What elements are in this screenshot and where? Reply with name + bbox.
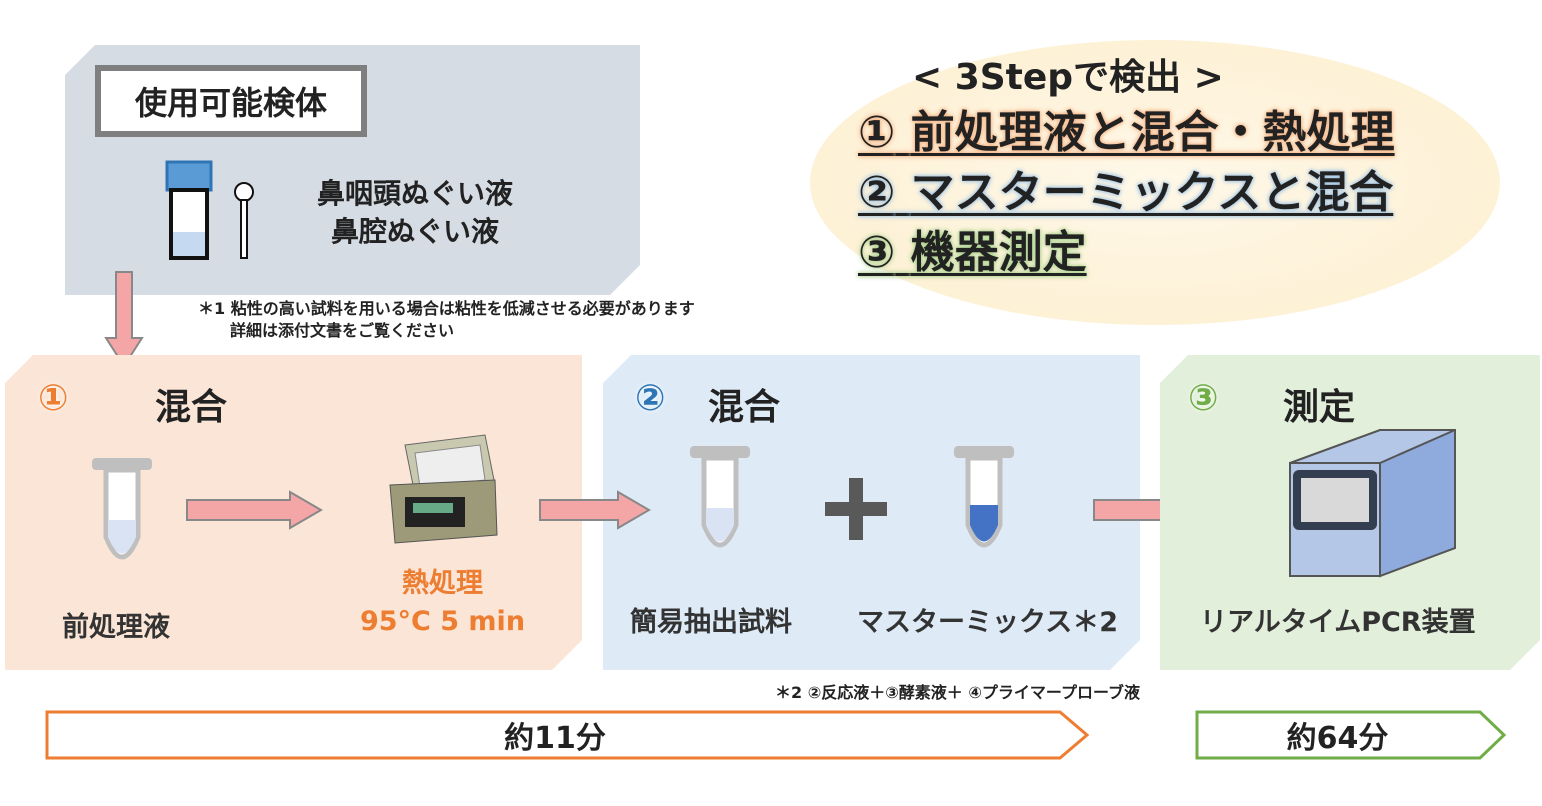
timeline-arrow-64min <box>1195 710 1507 760</box>
down-arrow-icon <box>104 271 144 368</box>
right-arrow-icon <box>539 490 651 530</box>
summary-step-1: ① 前処理液と混合・熱処理 <box>858 107 1395 158</box>
summary-title: < 3Stepで検出 > <box>912 57 1224 98</box>
master-mix-label: マスターミックス＊2 <box>857 607 1118 638</box>
step1-number: ① <box>38 378 69 419</box>
summary-ellipse <box>810 40 1500 325</box>
specimen-type: 鼻咽頭ぬぐい液 <box>316 177 513 210</box>
right-arrow-icon <box>186 490 323 530</box>
pcr-instrument-icon <box>1289 429 1456 578</box>
specimen-title: 使用可能検体 <box>134 84 327 122</box>
heat-block-icon <box>389 434 498 544</box>
microtube-icon <box>92 458 152 560</box>
timeline-arrow-11min <box>45 710 1090 760</box>
step2-number: ② <box>635 378 666 419</box>
pcr-instrument-label: リアルタイムPCR装置 <box>1200 607 1476 638</box>
specimen-title-box: 使用可能検体 <box>95 65 367 137</box>
heat-treatment-label: 熱処理 <box>402 568 483 599</box>
step3-title: 測定 <box>1283 387 1356 428</box>
summary-step-3: ③ 機器測定 <box>858 227 1087 278</box>
timeline-label-2: 約64分 <box>1286 721 1389 756</box>
summary-step-2: ② マスターミックスと混合 <box>858 167 1394 218</box>
footnote-1-detail: 詳細は添付文書をご覧ください <box>230 321 455 340</box>
specimen-type: 鼻腔ぬぐい液 <box>330 215 499 248</box>
timeline-label-1: 約11分 <box>504 721 606 756</box>
pretreatment-label: 前処理液 <box>62 612 170 643</box>
master-mix-tube-icon <box>954 446 1014 548</box>
extract-sample-label: 簡易抽出試料 <box>630 607 792 638</box>
tube-icon <box>165 160 213 260</box>
footnote-2: ＊2 ②反応液＋③酵素液＋ ④プライマープローブ液 <box>775 683 1140 702</box>
step1-title: 混合 <box>155 387 228 428</box>
step3-number: ③ <box>1188 378 1219 419</box>
step2-title: 混合 <box>708 387 781 428</box>
heat-treatment-condition: 95°C 5 min <box>359 606 526 637</box>
microtube-icon <box>690 446 750 548</box>
swab-icon <box>232 180 256 260</box>
footnote-1: ＊1 粘性の高い試料を用いる場合は粘性を低減させる必要があります <box>198 299 695 318</box>
plus-icon <box>825 478 887 540</box>
